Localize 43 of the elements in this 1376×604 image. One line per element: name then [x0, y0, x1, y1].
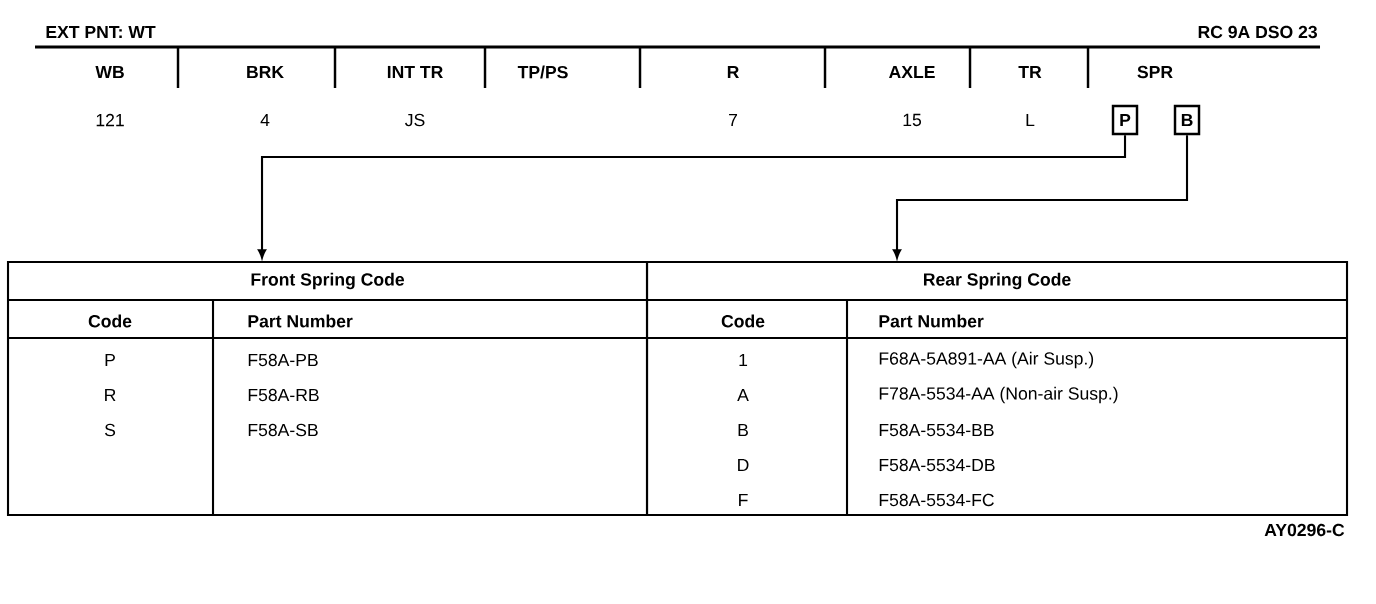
part-number-text: F58A-SB: [248, 423, 318, 437]
part-number-text: F58A-5534-BB: [879, 423, 994, 437]
value-text: 15: [903, 113, 922, 127]
column-header: Code: [88, 314, 132, 328]
part-number-text: F58A-PB: [248, 353, 318, 367]
code-text: P: [105, 353, 115, 367]
part-number-text: F58A-RB: [248, 388, 319, 402]
code-box: B: [1173, 104, 1201, 136]
column-header: AXLE: [889, 65, 935, 79]
value-text: 121: [96, 113, 124, 127]
value-text: JS: [405, 113, 425, 127]
table-heading: Front Spring Code: [251, 272, 405, 290]
code-text: R: [105, 388, 116, 402]
table-heading: Rear Spring Code: [924, 272, 1071, 290]
part-number-text: F58A-5534-FC: [879, 493, 994, 507]
column-header: BRK: [247, 65, 284, 79]
code-text: B: [738, 423, 748, 437]
arrow: [892, 135, 1189, 259]
part-number-text: F58A-5534-DB: [879, 458, 995, 472]
arrow: [257, 135, 1127, 259]
reference-code: RC 9A DSO 23: [1198, 25, 1317, 39]
part-number-text: F68A-5A891-AA (Air Susp.): [879, 351, 1094, 369]
code-text: S: [104, 423, 116, 437]
column-header: INT TR: [387, 65, 443, 79]
column-header: TR: [1018, 65, 1042, 79]
code-text: D: [738, 458, 749, 472]
column-header: Code: [721, 314, 765, 328]
column-header: R: [727, 65, 739, 79]
column-header: Part Number: [248, 314, 353, 328]
code-text: A: [737, 388, 749, 402]
value-text: 4: [260, 113, 270, 127]
column-header: SPR: [1137, 65, 1173, 79]
column-header: TP/PS: [517, 65, 568, 79]
code-text: 1: [739, 353, 748, 367]
page-heading: EXT PNT: WT: [46, 25, 156, 39]
code-box: P: [1111, 104, 1139, 136]
column-header: WB: [95, 65, 124, 79]
value-text: 7: [729, 113, 738, 127]
code-text: F: [739, 493, 748, 507]
value-text: L: [1026, 113, 1035, 127]
figure-code: AY0296-C: [1264, 523, 1345, 537]
part-number-text: F78A-5534-AA (Non-air Susp.): [879, 386, 1118, 404]
column-header: Part Number: [879, 314, 984, 328]
